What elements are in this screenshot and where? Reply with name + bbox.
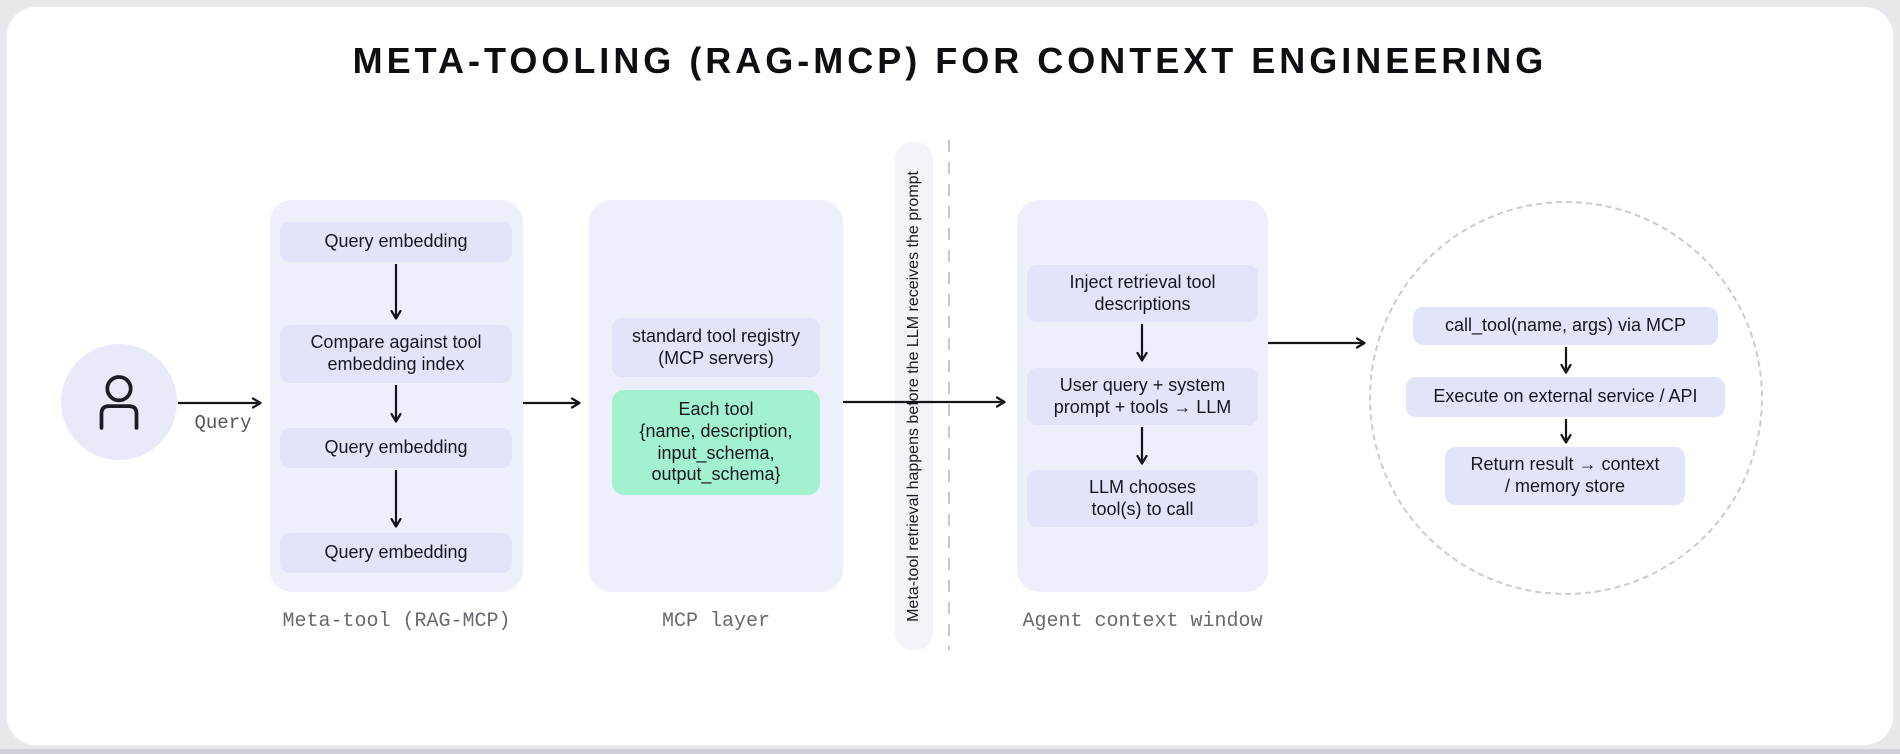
person-icon xyxy=(99,375,139,430)
node-inject-tool-descriptions: Inject retrieval tool descriptions xyxy=(1027,265,1258,322)
node-llm-chooses-tools: LLM chooses tool(s) to call xyxy=(1027,470,1258,527)
node-user-query-to-llm: User query + system prompt + tools → LLM xyxy=(1027,368,1258,425)
caption-meta-tool: Meta-tool (RAG-MCP) xyxy=(282,610,511,633)
node-each-tool-schema: Each tool {name, description, input_sche… xyxy=(612,390,820,495)
node-query-embedding-3: Query embedding xyxy=(280,533,512,573)
caption-agent-context: Agent context window xyxy=(1022,610,1263,633)
divider-note-strip: Meta-tool retrieval happens before the L… xyxy=(895,142,933,650)
node-call-tool: call_tool(name, args) via MCP xyxy=(1413,307,1718,345)
dashed-divider-line xyxy=(948,140,950,650)
user-avatar xyxy=(61,344,177,460)
node-query-embedding-1: Query embedding xyxy=(280,222,512,262)
execution-circle xyxy=(1369,201,1763,595)
node-return-result: Return result → context / memory store xyxy=(1445,447,1685,505)
node-compare-embedding-index: Compare against tool embedding index xyxy=(280,325,512,383)
query-arrow-label: Query xyxy=(194,412,252,434)
page-bottom-bar xyxy=(0,749,1900,754)
divider-note-text: Meta-tool retrieval happens before the L… xyxy=(905,170,922,622)
node-tool-registry: standard tool registry (MCP servers) xyxy=(612,318,820,377)
diagram-title: META-TOOLING (RAG-MCP) FOR CONTEXT ENGIN… xyxy=(352,40,1548,81)
caption-mcp-layer: MCP layer xyxy=(661,610,771,633)
node-query-embedding-2: Query embedding xyxy=(280,428,512,468)
node-execute-external: Execute on external service / API xyxy=(1406,377,1725,417)
